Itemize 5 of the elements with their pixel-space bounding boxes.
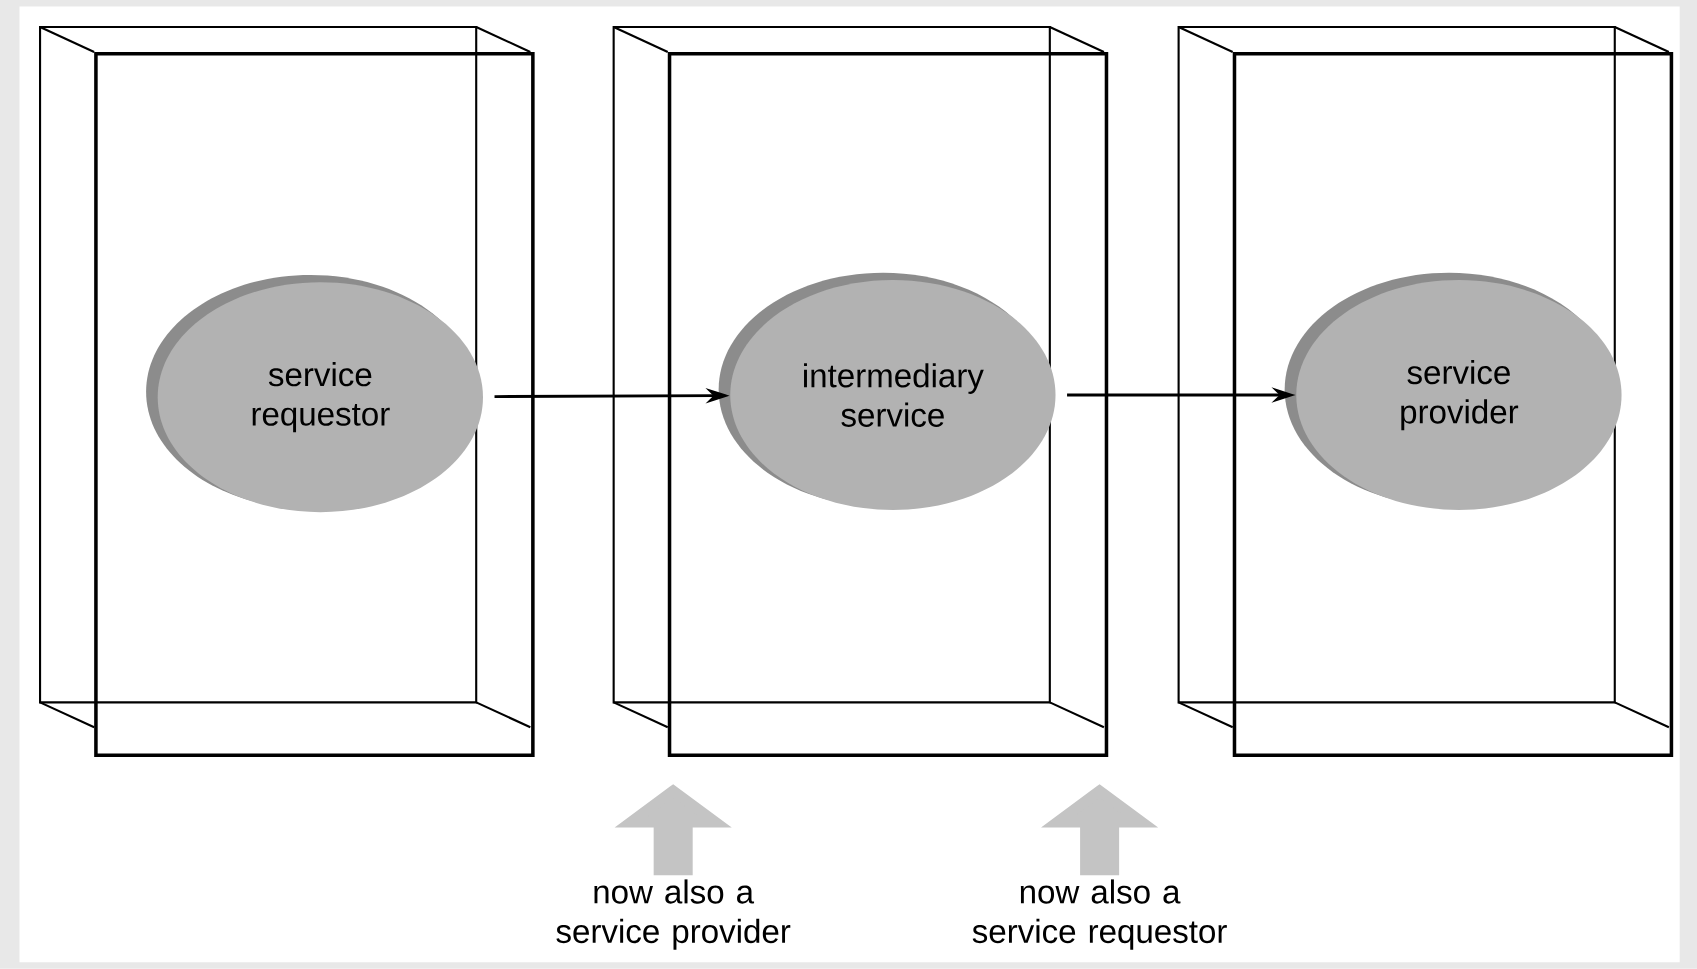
box-drawing	[1177, 26, 1674, 758]
box-drawing	[612, 26, 1109, 758]
caption-text: now also a service provider	[556, 879, 791, 950]
box-drawing	[39, 26, 535, 758]
caption-text: now also a service requestor	[972, 879, 1227, 950]
